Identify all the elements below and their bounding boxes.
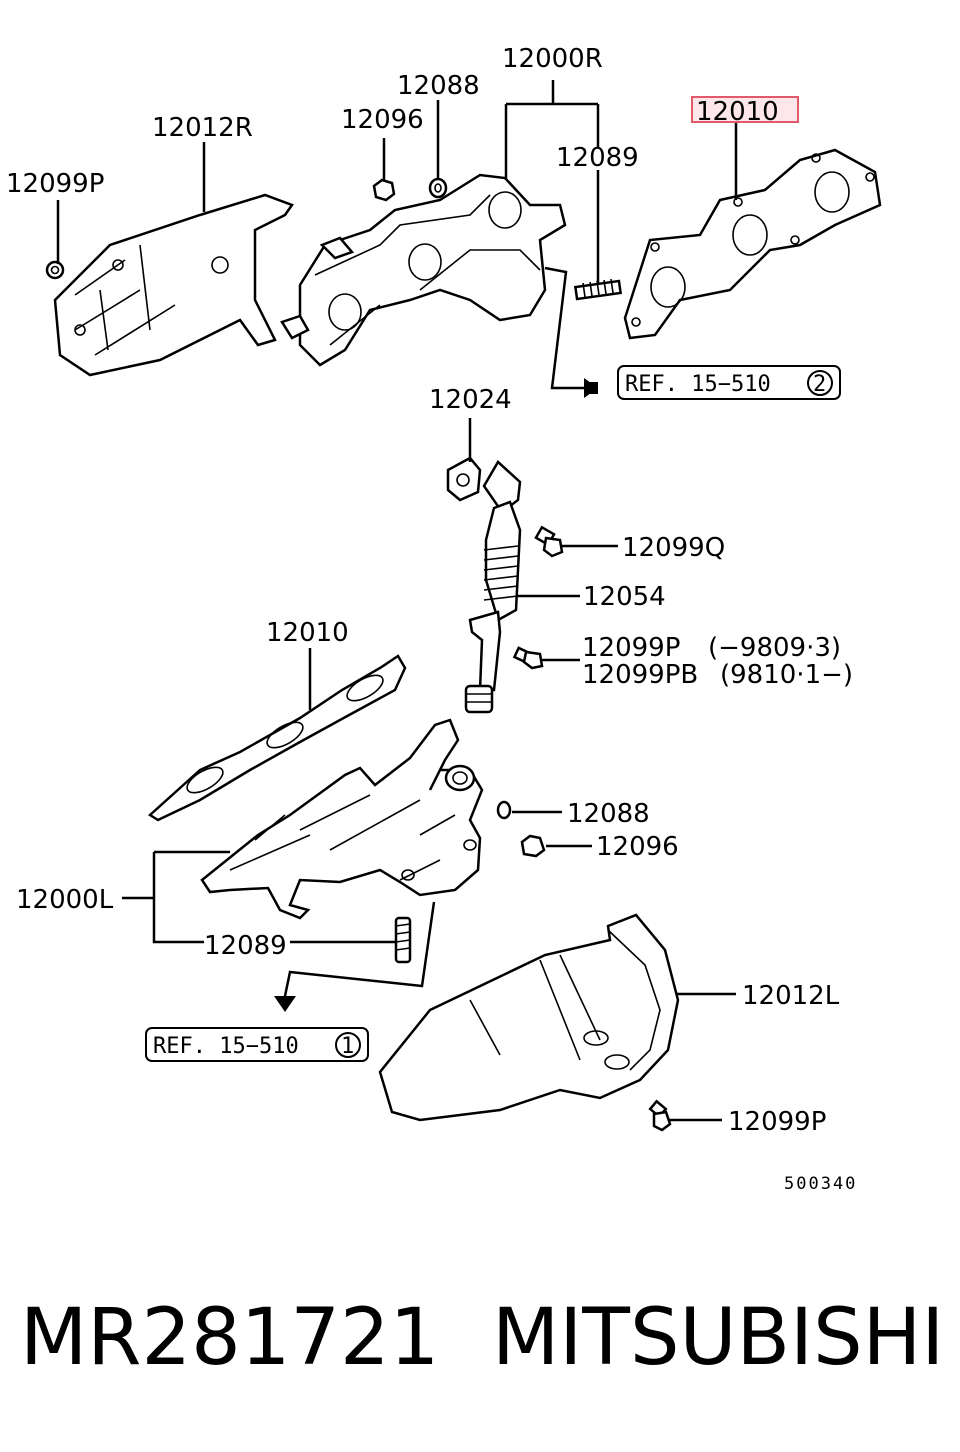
top-leader-lines bbox=[56, 80, 738, 398]
label-12099P-bot: 12099P bbox=[728, 1107, 826, 1137]
ref-box-top: REF. 15−510 2 bbox=[617, 365, 841, 400]
exhaust-manifold-12000L bbox=[200, 718, 484, 920]
label-12054: 12054 bbox=[583, 582, 666, 612]
label-12099P-mid: 12099P bbox=[582, 633, 680, 663]
nut-12096-mid bbox=[520, 834, 546, 858]
label-12089-top: 12089 bbox=[556, 143, 639, 173]
washer-12088-top bbox=[428, 177, 448, 199]
diagram-code: 500340 bbox=[784, 1174, 857, 1194]
label-12012R: 12012R bbox=[152, 113, 253, 143]
washer-12088-mid bbox=[496, 800, 512, 820]
label-12099Q: 12099Q bbox=[622, 533, 725, 563]
gasket-12010-left bbox=[147, 654, 407, 822]
label-12000R: 12000R bbox=[502, 44, 603, 74]
brand-name: MITSUBISHI bbox=[492, 1293, 944, 1383]
arrow-icon-bot bbox=[274, 996, 296, 1012]
label-12089-bot: 12089 bbox=[204, 931, 287, 961]
label-12088-mid: 12088 bbox=[567, 799, 650, 829]
label-12088-top: 12088 bbox=[397, 71, 480, 101]
label-12010-mid: 12010 bbox=[266, 618, 349, 648]
highlight-box bbox=[691, 96, 799, 123]
bolt-12099Q bbox=[534, 525, 564, 558]
gasket-12010-top bbox=[623, 148, 882, 340]
heat-shield-12012R bbox=[53, 193, 294, 377]
label-12096-top: 12096 bbox=[341, 105, 424, 135]
label-12099PB: 12099PB bbox=[582, 660, 698, 690]
ref-box-bottom: REF. 15−510 1 bbox=[145, 1027, 369, 1062]
ref-top-text: REF. 15−510 bbox=[625, 372, 771, 397]
stud-12089-top bbox=[573, 278, 623, 301]
part-number: MR281721 bbox=[20, 1293, 439, 1383]
ref-bot-text: REF. 15−510 bbox=[153, 1034, 299, 1059]
label-12096-mid: 12096 bbox=[596, 832, 679, 862]
ref-bot-num: 1 bbox=[341, 1034, 354, 1059]
label-12099P-mid-range: (−9809·3) bbox=[708, 633, 841, 663]
heat-shield-12012L bbox=[378, 913, 680, 1122]
ref-top-num: 2 bbox=[813, 372, 826, 397]
egr-pipe-12054 bbox=[464, 460, 522, 714]
gasket-12024 bbox=[446, 456, 482, 502]
bolt-12099P-mid bbox=[512, 646, 544, 670]
bolt-12099P-bot bbox=[648, 1099, 672, 1132]
bolt-12099P-top bbox=[45, 260, 65, 280]
label-12024: 12024 bbox=[429, 385, 512, 415]
nut-12096-top bbox=[372, 178, 396, 202]
label-12000L: 12000L bbox=[16, 885, 114, 915]
label-12010-top: 12010 bbox=[696, 97, 779, 127]
label-12099P-top: 12099P bbox=[6, 169, 104, 199]
mid-leader-lines bbox=[122, 418, 736, 1122]
label-12012L: 12012L bbox=[742, 981, 840, 1011]
stud-12089-bot bbox=[394, 916, 412, 964]
exhaust-manifold-12000R bbox=[280, 173, 567, 367]
label-12099PB-range: (9810·1−) bbox=[720, 660, 853, 690]
